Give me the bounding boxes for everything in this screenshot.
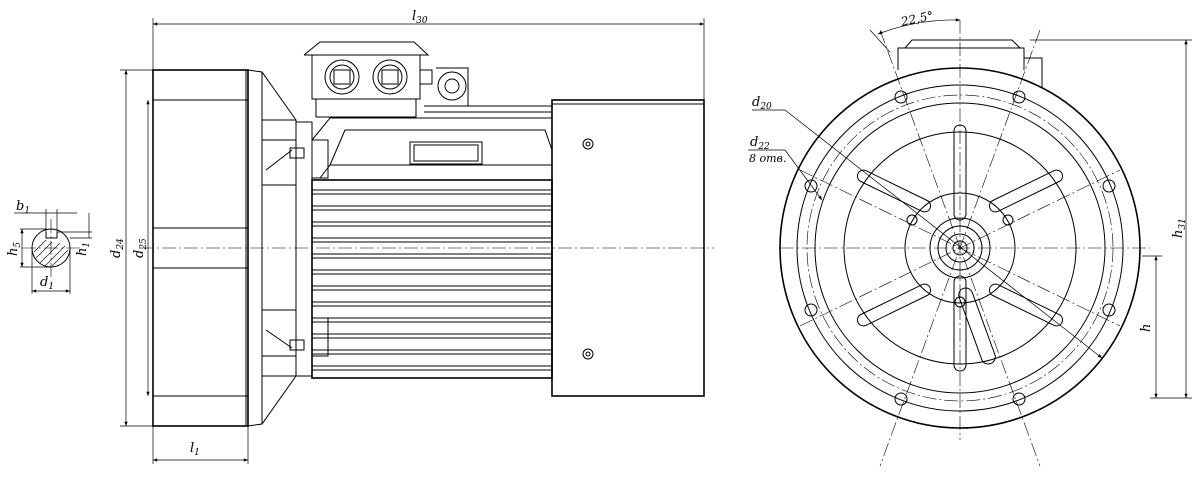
d24-label: d24	[109, 238, 126, 258]
front-view-dimensions	[748, 18, 1192, 399]
d25-label: d25	[132, 238, 149, 258]
d20-label: d20	[752, 95, 772, 112]
shaft-key-section	[14, 209, 92, 294]
d22-label: d22	[750, 135, 770, 152]
l30-label: l30	[412, 9, 428, 26]
side-view-dimensions	[120, 18, 705, 464]
l1-label: l1	[190, 441, 200, 458]
motor-front-view	[779, 20, 1150, 467]
h5-label: h5	[6, 242, 23, 256]
h-label: h	[1139, 324, 1154, 332]
h31-label: h31	[1171, 218, 1188, 238]
b1-label: b1	[16, 199, 30, 216]
h1-label: h1	[75, 242, 92, 256]
motor-side-view	[140, 41, 714, 427]
holes-label: 8 отв.	[749, 152, 786, 165]
d1-label: d1	[40, 275, 54, 292]
angle-label: 22,5°	[899, 8, 935, 29]
